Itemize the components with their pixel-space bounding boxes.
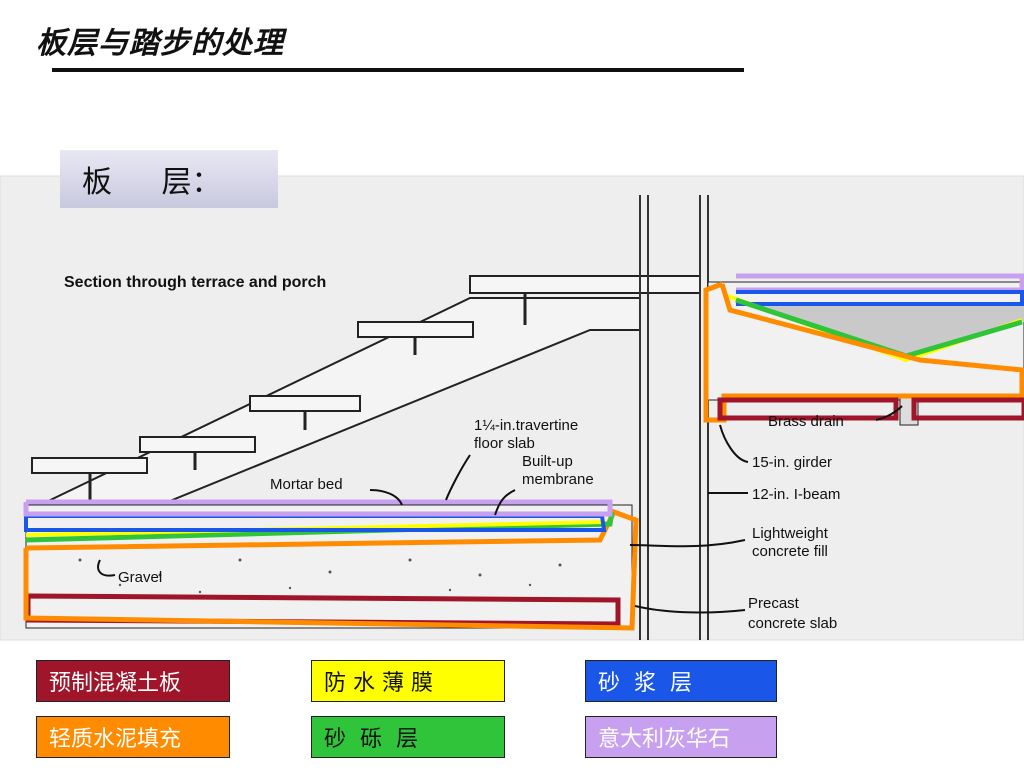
legend-waterproof-membrane: 防 水 薄 膜 — [311, 660, 505, 702]
label-girder: 15-in. girder — [752, 454, 832, 471]
legend-gravel: 砂 砾 层 — [311, 716, 505, 758]
concrete-aggregate — [78, 558, 562, 594]
label-travertine-line1: 1¼-in.travertine — [474, 417, 578, 434]
stair-tread — [139, 436, 256, 453]
label-membrane-line2: membrane — [522, 471, 594, 488]
stair-treads — [31, 275, 701, 474]
legend-travertine: 意大利灰华石 — [585, 716, 777, 758]
layer-fill-lower — [23, 508, 639, 631]
title-underline — [52, 68, 744, 72]
stair-tread — [249, 395, 361, 412]
stair-tread — [357, 321, 474, 338]
stair-tread — [469, 275, 701, 294]
label-gravel: Gravel — [118, 569, 162, 586]
layer-travertine-lower — [23, 499, 613, 517]
legend-precast-slab: 预制混凝土板 — [36, 660, 230, 702]
tread-supports — [88, 293, 527, 500]
layer-precast-upper-right — [911, 397, 1024, 421]
layer-precast-upper-left — [717, 397, 899, 421]
layer-fill-upper — [703, 281, 1024, 423]
page-title: 板层与踏步的处理 — [36, 26, 284, 61]
label-fill-line1: Lightweight — [752, 525, 829, 542]
label-membrane-line1: Built-up — [522, 453, 573, 470]
legend-lightweight-fill: 轻质水泥填充 — [36, 716, 230, 758]
label-precast-line2: concrete slab — [748, 615, 837, 632]
label-precast-line1: Precast — [748, 595, 800, 612]
layer-mortar-upper — [736, 290, 1024, 306]
label-travertine-line2: floor slab — [474, 435, 535, 452]
legend-mortar-bed: 砂 浆 层 — [585, 660, 777, 702]
section-label: 板 层： — [60, 150, 278, 208]
label-mortar-bed: Mortar bed — [270, 476, 343, 493]
stair-tread — [31, 457, 148, 474]
label-brass-drain: Brass drain — [768, 413, 844, 430]
diagram-heading: Section through terrace and porch — [64, 274, 326, 291]
leader-lines — [97, 405, 903, 614]
label-fill-line2: concrete fill — [752, 543, 828, 560]
label-ibeam: 12-in. I-beam — [752, 486, 840, 503]
